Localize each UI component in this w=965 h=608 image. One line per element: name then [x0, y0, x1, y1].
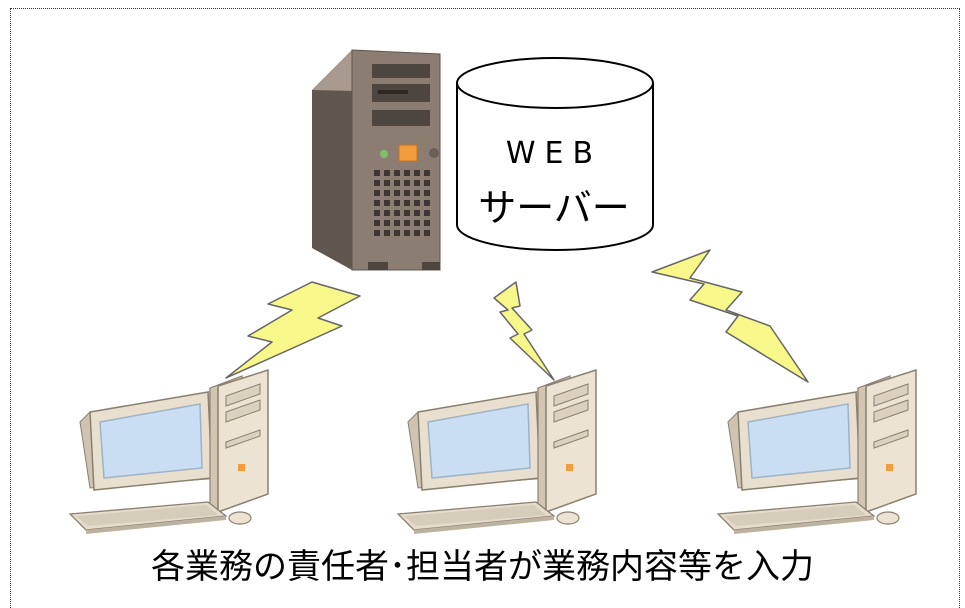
desktop-computer-icon: [397, 369, 597, 535]
web-server-label-line2: サーバー: [478, 186, 630, 230]
database-cylinder-icon: [456, 57, 654, 251]
diagram-frame: [10, 8, 960, 608]
desktop-computer-icon: [717, 369, 917, 535]
lightning-bolt-icon: [493, 281, 555, 381]
tower-server-icon: [312, 49, 441, 271]
web-server-label-line1: WEB: [505, 136, 603, 171]
desktop-computer-icon: [69, 369, 269, 535]
diagram-caption: 各業務の責任者･担当者が業務内容等を入力: [151, 547, 814, 587]
lightning-bolt-icon: [651, 249, 809, 383]
lightning-bolt-icon: [225, 281, 361, 379]
